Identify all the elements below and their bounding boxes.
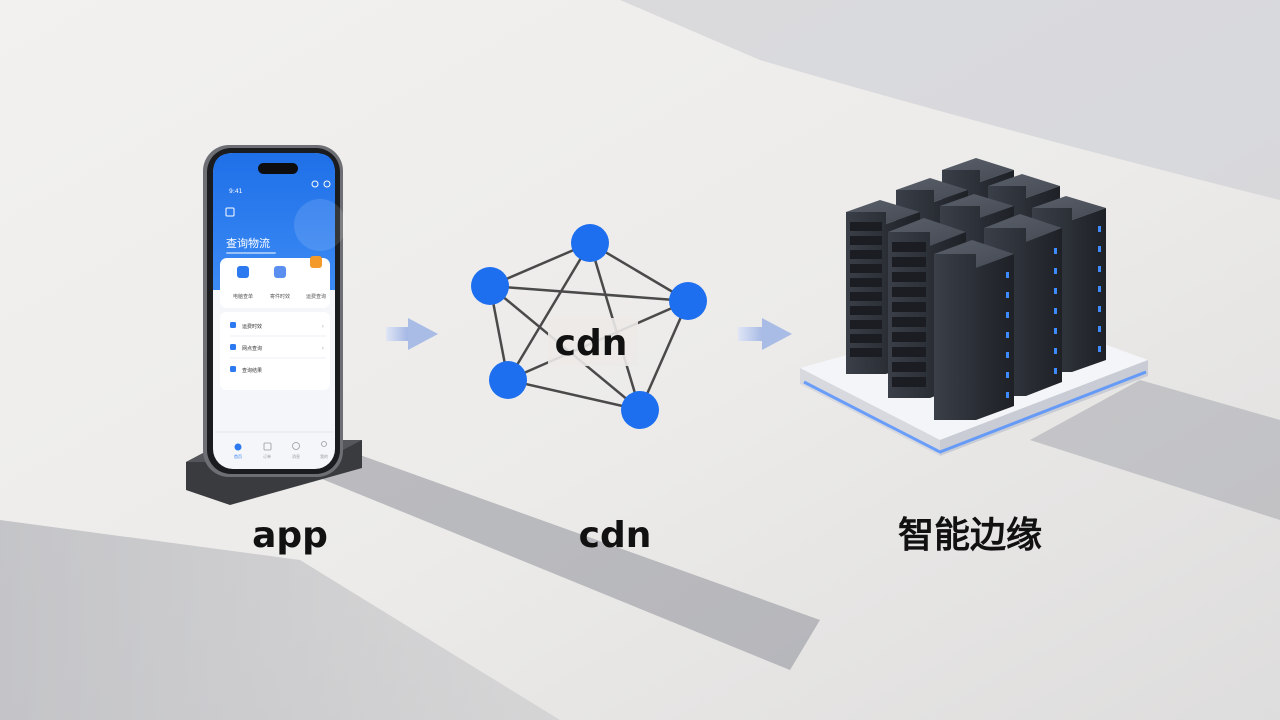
shortcut-1[interactable]: 电脑查单 — [233, 266, 253, 300]
list-card — [220, 312, 330, 390]
network-node — [571, 224, 609, 262]
list-item[interactable]: 运费时效 › — [230, 322, 326, 337]
label-cdn: cdn — [578, 515, 652, 556]
scan-icon[interactable] — [225, 207, 235, 217]
message-icon — [292, 442, 300, 450]
nav-item-orders[interactable]: 订单 — [263, 442, 272, 459]
chevron-right-icon: › — [322, 323, 324, 330]
arrow-right-icon — [738, 318, 792, 350]
arrow-right-icon — [386, 318, 438, 350]
nav-label: 消息 — [292, 453, 300, 459]
orders-icon — [263, 442, 272, 451]
nav-label: 订单 — [263, 453, 271, 459]
list-item[interactable]: 查询结果 — [230, 366, 262, 374]
user-icon — [321, 441, 327, 447]
network-node — [669, 282, 707, 320]
server-cluster — [800, 158, 1148, 456]
nav-item-home[interactable]: 首页 — [234, 443, 242, 460]
shortcut-1-label: 电脑查单 — [233, 293, 253, 300]
platform-glow — [803, 370, 1147, 454]
nav-item-profile[interactable]: 我的 — [320, 441, 328, 460]
network-node — [471, 267, 509, 305]
chevron-right-icon: › — [322, 345, 324, 352]
shortcut-3-label: 运费查询 — [306, 293, 326, 300]
dynamic-island — [258, 163, 298, 174]
status-time: 9:41 — [229, 188, 243, 195]
settings-icon[interactable] — [311, 180, 319, 188]
message-icon[interactable] — [323, 180, 331, 188]
server-shadow — [1030, 380, 1280, 520]
list-item-label: 运费时效 — [242, 323, 262, 330]
floor-shadow-band — [0, 520, 560, 720]
cdn-network: cdn — [471, 224, 707, 429]
nav-label: 我的 — [320, 453, 328, 459]
phone: 9:41 查询物流 电脑查单 寄件时效 运费查询 运费时效 › — [186, 145, 362, 505]
shortcut-3[interactable]: 运费查询 — [306, 256, 326, 300]
shortcut-2[interactable]: 寄件时效 — [270, 266, 290, 300]
phone-shadow — [300, 455, 820, 670]
list-item-label: 网点查询 — [242, 345, 262, 352]
cdn-center-label: cdn — [555, 323, 628, 364]
phone-header-title: 查询物流 — [226, 236, 270, 250]
network-node — [621, 391, 659, 429]
server-rack — [934, 240, 1014, 420]
label-smart-edge: 智能边缘 — [897, 515, 1042, 556]
nav-label: 首页 — [234, 453, 242, 459]
wall-shadow — [620, 0, 1280, 200]
shortcut-1-icon — [237, 266, 249, 278]
list-item[interactable]: 网点查询 › — [230, 344, 326, 359]
shortcut-2-label: 寄件时效 — [270, 293, 290, 300]
nav-item-messages[interactable]: 消息 — [292, 442, 300, 460]
shortcut-2-icon — [274, 266, 286, 278]
shortcut-3-icon — [310, 256, 322, 268]
network-node — [489, 361, 527, 399]
label-app: app — [252, 515, 328, 556]
list-item-label: 查询结果 — [242, 367, 262, 374]
home-icon — [234, 443, 242, 451]
